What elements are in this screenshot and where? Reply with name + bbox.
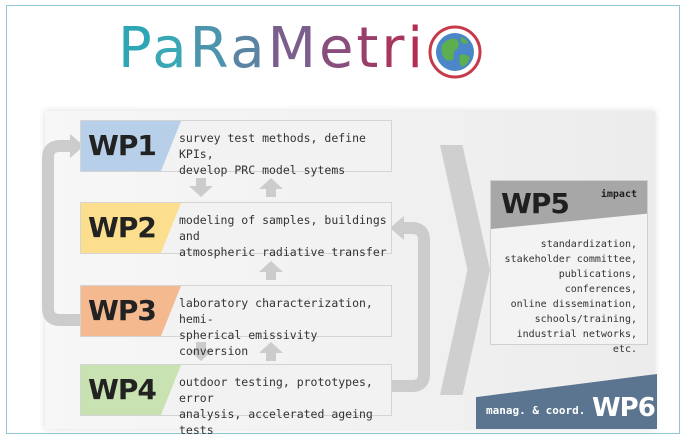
wp6-subtitle: manag. & coord. bbox=[486, 404, 586, 417]
logo-letter: a bbox=[230, 16, 268, 81]
wp4-box: WP4 outdoor testing, prototypes, error a… bbox=[80, 364, 392, 437]
figure-frame bbox=[6, 5, 680, 434]
logo-letter: e bbox=[318, 16, 357, 81]
impact-item: standardization, bbox=[540, 239, 637, 250]
wp5-box: WP5 impact standardization, stakeholder … bbox=[490, 180, 648, 355]
impact-item: stakeholder committee, bbox=[504, 254, 637, 265]
wp5-impact-tag: impact bbox=[600, 189, 637, 200]
wp5-label: WP5 bbox=[501, 187, 570, 220]
logo-letter: r bbox=[381, 16, 408, 81]
wp2-tab bbox=[81, 203, 181, 253]
logo-letter: i bbox=[407, 16, 426, 81]
wp2-description: modeling of samples, buildings and atmos… bbox=[179, 213, 387, 259]
loop-arrowhead-left bbox=[70, 134, 84, 158]
wp1-tab bbox=[81, 121, 181, 171]
loop-arrowhead-right bbox=[390, 216, 404, 240]
arrow-down-wp1-wp2 bbox=[189, 178, 213, 197]
loop-arrow-left bbox=[42, 140, 80, 326]
wp3-label: WP3 bbox=[88, 294, 157, 327]
impact-item: industrial networks, etc. bbox=[516, 329, 637, 355]
wp4-label: WP4 bbox=[88, 373, 157, 406]
wp1-label: WP1 bbox=[88, 129, 157, 162]
wp1-description: survey test methods, define KPIs, develo… bbox=[179, 131, 366, 177]
logo-letter: P bbox=[118, 16, 153, 81]
arrow-up-wp3-wp2 bbox=[259, 261, 283, 280]
arrow-down-wp3-wp4 bbox=[189, 342, 213, 361]
arrow-up-wp4-wp3 bbox=[259, 342, 283, 361]
wp3-tab bbox=[81, 286, 181, 336]
impact-item: schools/training, bbox=[534, 314, 637, 325]
wp5-impact-list: standardization, stakeholder committee, … bbox=[497, 237, 637, 357]
wp3-description: laboratory characterization, hemi- spher… bbox=[179, 296, 373, 358]
wp4-description: outdoor testing, prototypes, error analy… bbox=[179, 375, 373, 437]
parametric-logo: PaRaMetri bbox=[118, 14, 482, 84]
wp3-box: WP3 laboratory characterization, hemi- s… bbox=[80, 285, 392, 358]
logo-letter: M bbox=[267, 16, 319, 81]
wp6-label: WP6 bbox=[592, 393, 656, 423]
wp2-label: WP2 bbox=[88, 211, 157, 244]
wp4-tab bbox=[81, 365, 181, 415]
wp1-box: WP1 survey test methods, define KPIs, de… bbox=[80, 120, 392, 177]
logo-text: PaRaMetri bbox=[118, 16, 426, 81]
logo-letter: a bbox=[152, 16, 190, 81]
impact-item: publications, conferences, bbox=[558, 269, 637, 295]
logo-letter: R bbox=[189, 16, 231, 81]
wp2-box: WP2 modeling of samples, buildings and a… bbox=[80, 202, 392, 259]
logo-letter: t bbox=[356, 16, 382, 81]
loop-arrow-right bbox=[392, 222, 430, 392]
globe-icon bbox=[428, 25, 482, 79]
arrow-up-wp2-wp1 bbox=[259, 178, 283, 197]
impact-item: online dissemination, bbox=[510, 299, 637, 310]
